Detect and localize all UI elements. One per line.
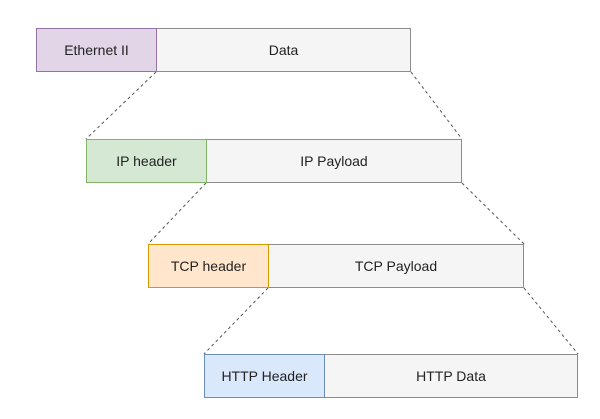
http-data-label: HTTP Data xyxy=(416,368,486,384)
http-header-label: HTTP Header xyxy=(221,368,308,384)
tcp-header-box: TCP header xyxy=(148,244,269,288)
ip-header-label: IP header xyxy=(116,153,177,169)
tcp-payload-label: TCP Payload xyxy=(354,258,438,274)
ethernet-data-box: Data xyxy=(156,28,411,72)
connector-tcp-payload-right xyxy=(523,287,579,355)
ethernet-header-label: Ethernet II xyxy=(64,42,129,58)
connector-eth-data-left xyxy=(85,71,157,140)
connector-ip-payload-left xyxy=(147,182,207,245)
connector-tcp-payload-left xyxy=(203,287,269,355)
connector-eth-data-right xyxy=(410,71,463,140)
tcp-payload-box: TCP Payload xyxy=(268,244,524,288)
connector-ip-payload-right xyxy=(461,182,525,245)
ethernet-data-label: Data xyxy=(268,42,299,58)
ip-header-box: IP header xyxy=(86,139,207,183)
http-data-box: HTTP Data xyxy=(324,354,578,398)
ip-payload-label: IP Payload xyxy=(300,153,368,169)
tcp-header-label: TCP header xyxy=(170,258,247,274)
ethernet-header-box: Ethernet II xyxy=(36,28,157,72)
ip-payload-box: IP Payload xyxy=(206,139,462,183)
http-header-box: HTTP Header xyxy=(204,354,325,398)
